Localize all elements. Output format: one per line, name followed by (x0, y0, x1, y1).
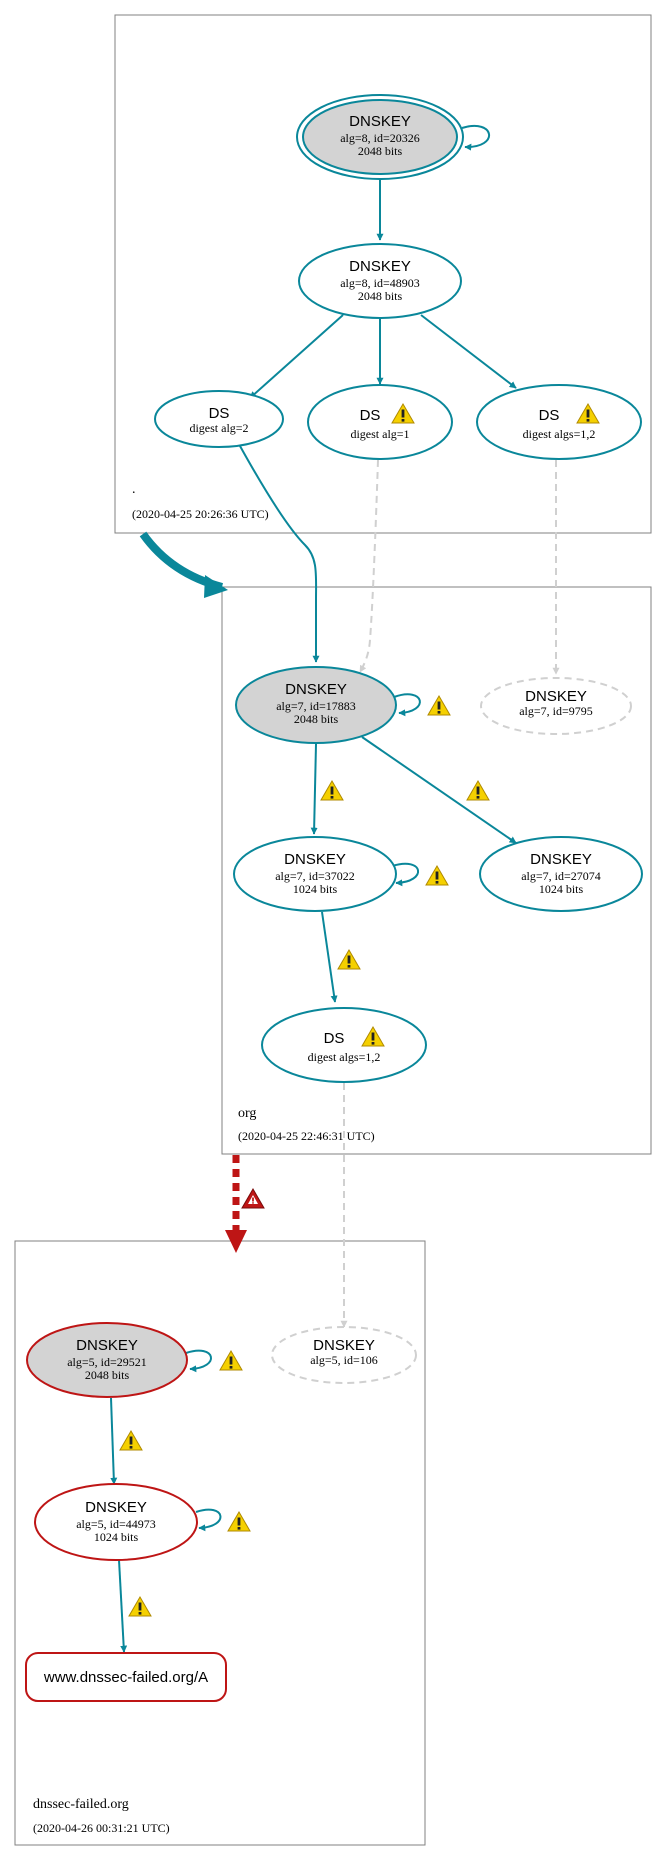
node-root-zsk[interactable]: DNSKEY alg=8, id=48903 2048 bits (298, 243, 462, 319)
warning-icon[interactable] (219, 1350, 243, 1371)
node-df-zsk-title: DNSKEY (85, 1499, 147, 1516)
zone-org: org (2020-04-25 22:46:31 UTC) (221, 586, 652, 1155)
node-org-37022-line2: 1024 bits (293, 882, 338, 896)
node-ds-alg1-title: DS (360, 407, 381, 424)
node-df-106-title: DNSKEY (313, 1337, 375, 1354)
node-ds-algs12-title: DS (539, 407, 560, 424)
node-root-ksk[interactable]: DNSKEY alg=8, id=20326 2048 bits (296, 94, 464, 180)
node-ds-alg2-line1: digest alg=2 (189, 421, 248, 435)
node-org-ksk-line1: alg=7, id=17883 (276, 699, 356, 713)
node-org-9795-line1: alg=7, id=9795 (519, 704, 593, 718)
node-org-37022-line1: alg=7, id=37022 (275, 869, 355, 883)
node-org-27074-title: DNSKEY (530, 851, 592, 868)
node-org-ds[interactable]: DS digest algs=1,2 (261, 1007, 427, 1083)
node-ds-alg1[interactable]: DS digest alg=1 (307, 384, 453, 460)
node-org-ksk-title: DNSKEY (285, 681, 347, 698)
edge-df-zsk-rrset (118, 1559, 128, 1653)
node-root-ksk-line2: 2048 bits (358, 144, 403, 158)
node-root-zsk-line1: alg=8, id=48903 (340, 276, 420, 290)
warning-icon[interactable] (427, 695, 451, 716)
node-org-ds-line1: digest algs=1,2 (308, 1050, 381, 1064)
edge-37022-orgds (321, 911, 338, 1003)
edge-org-ksk-37022 (310, 743, 318, 835)
node-org-ksk[interactable]: DNSKEY alg=7, id=17883 2048 bits (235, 666, 397, 744)
zone-org-timestamp: (2020-04-25 22:46:31 UTC) (238, 1129, 375, 1143)
edge-ds2-org-ksk (239, 445, 320, 663)
edge-zsk-ds2 (249, 314, 344, 399)
node-df-ksk-line1: alg=5, id=29521 (67, 1355, 147, 1369)
edges (110, 125, 560, 1653)
node-ds-algs12[interactable]: DS digest algs=1,2 (476, 384, 642, 460)
node-org-27074-line2: 1024 bits (539, 882, 584, 896)
node-org-37022-title: DNSKEY (284, 851, 346, 868)
node-org-37022[interactable]: DNSKEY alg=7, id=37022 1024 bits (233, 836, 397, 912)
node-ds-algs12-line1: digest algs=1,2 (523, 427, 596, 441)
edge-df-zsk-self (195, 1508, 222, 1532)
node-df-zsk-line2: 1024 bits (94, 1530, 139, 1544)
node-rrset-title: www.dnssec-failed.org/A (43, 1669, 208, 1686)
warning-icon[interactable] (337, 949, 361, 970)
node-df-zsk-line1: alg=5, id=44973 (76, 1517, 156, 1531)
warning-icon[interactable] (425, 865, 449, 886)
zone-root-name: . (132, 482, 136, 497)
node-root-zsk-line2: 2048 bits (358, 289, 403, 303)
node-df-106-line1: alg=5, id=106 (310, 1353, 378, 1367)
node-ds-alg2[interactable]: DS digest alg=2 (154, 390, 284, 448)
node-org-27074-line1: alg=7, id=27074 (521, 869, 601, 883)
node-df-ksk[interactable]: DNSKEY alg=5, id=29521 2048 bits (26, 1322, 188, 1398)
warning-icon[interactable] (227, 1511, 251, 1532)
edge-org-ksk-27074 (361, 736, 517, 844)
edge-zsk-ds12 (420, 314, 517, 389)
warning-icon[interactable] (128, 1596, 152, 1617)
node-rrset-www-a[interactable]: www.dnssec-failed.org/A (25, 1652, 227, 1702)
edge-df-ksk-zsk (110, 1397, 118, 1485)
edge-org-ksk-self (393, 693, 421, 717)
node-org-27074[interactable]: DNSKEY alg=7, id=27074 1024 bits (479, 836, 643, 912)
warning-icon[interactable] (466, 780, 490, 801)
edge-root-ksk-self (461, 125, 490, 151)
edge-37022-self (391, 862, 419, 887)
node-df-ksk-line2: 2048 bits (85, 1368, 130, 1382)
warning-icon[interactable] (119, 1430, 143, 1451)
node-org-9795-title: DNSKEY (525, 688, 587, 705)
zone-df-name: dnssec-failed.org (33, 1797, 129, 1812)
node-org-ksk-line2: 2048 bits (294, 712, 339, 726)
node-ds-alg2-title: DS (209, 405, 230, 422)
zone-df-timestamp: (2020-04-26 00:31:21 UTC) (33, 1821, 170, 1835)
warning-icon[interactable] (320, 780, 344, 801)
error-icon[interactable] (241, 1188, 265, 1209)
node-df-ksk-title: DNSKEY (76, 1337, 138, 1354)
node-ds-alg1-line1: digest alg=1 (350, 427, 409, 441)
edge-ds1-org-ksk (359, 459, 379, 673)
node-df-106[interactable]: DNSKEY alg=5, id=106 (271, 1326, 417, 1384)
node-root-ksk-title: DNSKEY (349, 113, 411, 130)
node-df-zsk[interactable]: DNSKEY alg=5, id=44973 1024 bits (34, 1483, 198, 1561)
zone-root-timestamp: (2020-04-25 20:26:36 UTC) (132, 507, 269, 521)
zone-dnssec-failed: dnssec-failed.org (2020-04-26 00:31:21 U… (14, 1240, 426, 1846)
node-org-9795[interactable]: DNSKEY alg=7, id=9795 (480, 677, 632, 735)
node-root-zsk-title: DNSKEY (349, 258, 411, 275)
zone-org-name: org (238, 1106, 256, 1121)
zone-root: . (2020-04-25 20:26:36 UTC) (114, 14, 652, 534)
node-root-ksk-line1: alg=8, id=20326 (340, 131, 420, 145)
node-org-ds-title: DS (324, 1030, 345, 1047)
edge-df-ksk-self (185, 1349, 212, 1373)
